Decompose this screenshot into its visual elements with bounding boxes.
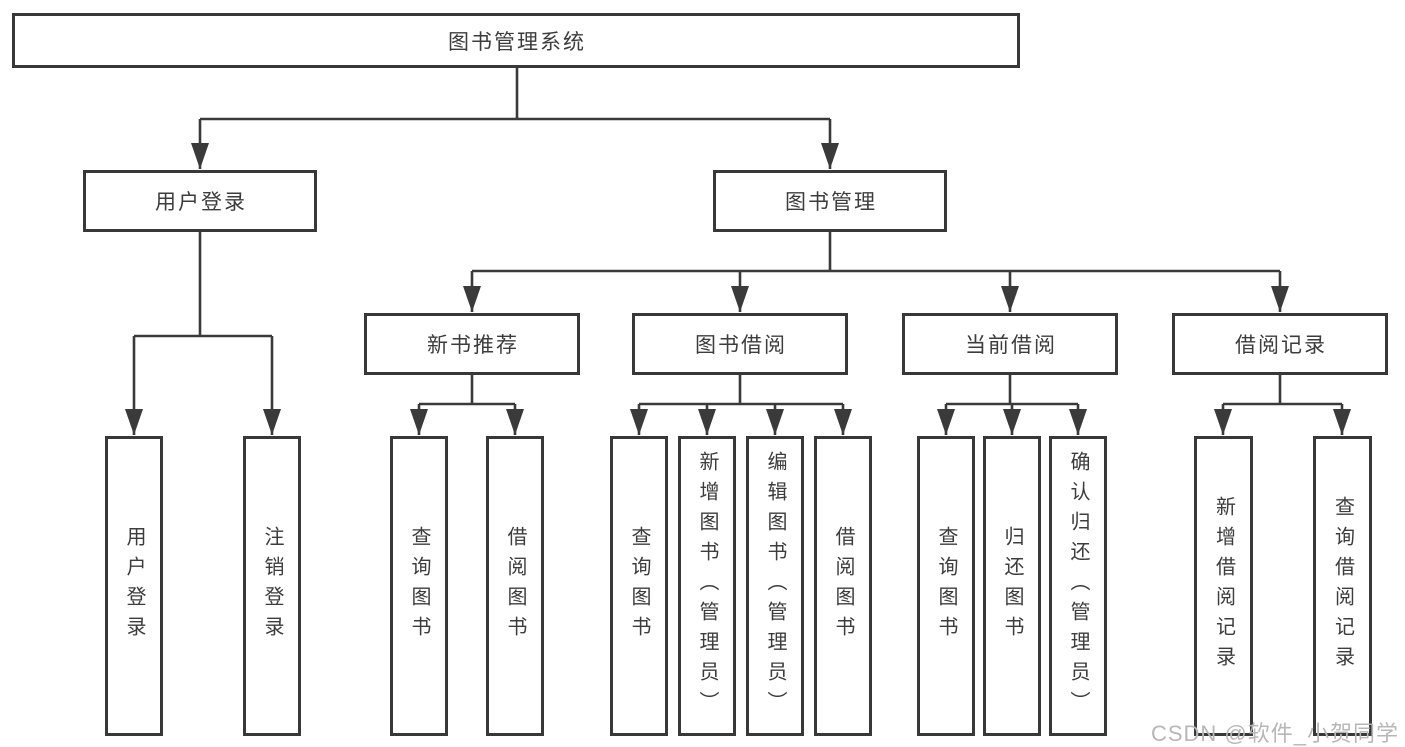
node-leaf-bb-borrow-books-label: 借阅图书	[832, 526, 854, 646]
node-leaf-nbr-borrow-books: 借阅图书	[486, 436, 544, 736]
node-leaf-bb-borrow-books: 借阅图书	[814, 436, 872, 736]
node-leaf-nbr-query-books: 查询图书	[390, 436, 448, 736]
node-leaf-br-add-record: 新增借阅记录	[1194, 436, 1253, 736]
node-leaf-nbr-query-books-label: 查询图书	[408, 526, 430, 646]
node-leaf-cb-return-books-label: 归还图书	[1001, 526, 1023, 646]
node-leaf-user-login-label: 用户登录	[123, 526, 145, 646]
node-leaf-logout-label: 注销登录	[261, 526, 283, 646]
node-leaf-br-query-record-label: 查询借阅记录	[1331, 496, 1354, 676]
node-root: 图书管理系统	[12, 13, 1020, 68]
node-user-login: 用户登录	[83, 170, 317, 232]
node-leaf-bb-edit-books-admin: 编辑图书（管理员）	[746, 436, 804, 736]
node-new-book-recommend: 新书推荐	[364, 313, 580, 375]
node-root-label: 图书管理系统	[448, 30, 586, 54]
node-leaf-cb-confirm-return-admin-label: 确认归还（管理员）	[1067, 451, 1089, 721]
connector-arrows	[125, 119, 1351, 435]
node-new-book-recommend-label: 新书推荐	[427, 334, 519, 357]
csdn-watermark: CSDN @软件_小贺同学	[1150, 721, 1399, 746]
node-leaf-br-query-record: 查询借阅记录	[1313, 436, 1372, 736]
node-borrow-records: 借阅记录	[1172, 313, 1388, 375]
node-leaf-user-login: 用户登录	[105, 436, 163, 736]
node-leaf-cb-query-books-label: 查询图书	[935, 526, 957, 646]
node-borrow-records-label: 借阅记录	[1235, 334, 1327, 357]
node-book-management-label: 图书管理	[785, 191, 877, 214]
node-leaf-bb-add-books-admin: 新增图书（管理员）	[678, 436, 736, 736]
node-book-management: 图书管理	[713, 170, 947, 232]
node-leaf-nbr-borrow-books-label: 借阅图书	[504, 526, 526, 646]
node-user-login-label: 用户登录	[155, 191, 247, 214]
node-leaf-bb-edit-books-admin-label: 编辑图书（管理员）	[764, 451, 786, 721]
node-leaf-bb-query-books: 查询图书	[610, 436, 668, 736]
node-leaf-bb-add-books-admin-label: 新增图书（管理员）	[696, 451, 718, 721]
node-leaf-br-add-record-label: 新增借阅记录	[1212, 496, 1235, 676]
node-current-borrow-label: 当前借阅	[965, 334, 1057, 357]
node-current-borrow: 当前借阅	[902, 313, 1118, 375]
node-leaf-cb-query-books: 查询图书	[917, 436, 975, 736]
node-leaf-logout: 注销登录	[243, 436, 301, 736]
node-leaf-cb-confirm-return-admin: 确认归还（管理员）	[1049, 436, 1107, 736]
node-book-borrow-label: 图书借阅	[695, 334, 787, 357]
node-leaf-bb-query-books-label: 查询图书	[628, 526, 650, 646]
node-book-borrow: 图书借阅	[632, 313, 848, 375]
node-leaf-cb-return-books: 归还图书	[983, 436, 1041, 736]
